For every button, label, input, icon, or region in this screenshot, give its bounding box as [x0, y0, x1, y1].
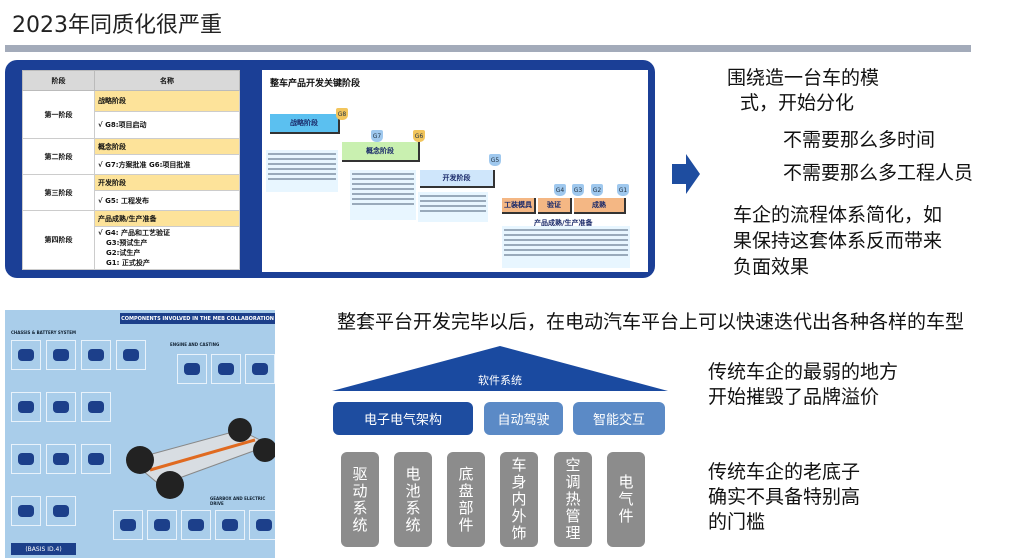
gate-line: √ G4: 产品和工艺验证 — [98, 229, 170, 237]
note-block — [418, 192, 488, 222]
conclusion-line: 果保持这套体系反而带来 — [733, 230, 943, 252]
layer-autonomous-driving: 自动驾驶 — [484, 402, 563, 435]
pillar-battery-system: 电池系统 — [394, 452, 432, 547]
insight-line: 围绕造一台车的模 — [727, 67, 880, 89]
stage-cell: 第一阶段 — [22, 90, 95, 139]
software-roof — [332, 346, 668, 391]
phase-cell: 战略阶段 — [94, 89, 240, 113]
basis-badge: (BASIS ID.4) — [11, 543, 76, 555]
point-time: 不需要那么多时间 — [783, 129, 936, 151]
stage-cell: 第二阶段 — [22, 138, 95, 175]
gate-g2: G2 — [591, 184, 603, 196]
gate-g4: G4 — [554, 184, 566, 196]
phase-cell: 产品成熟/生产准备 — [94, 210, 240, 227]
gate-cell: √ G8:项目启动 — [94, 111, 240, 139]
section-label: CHASSIS & BATTERY SYSTEM — [11, 330, 76, 335]
note-block — [502, 226, 630, 268]
insight-text: 围绕造一台车的模 式，开始分化 — [727, 66, 879, 116]
gate-g1: G1 — [617, 184, 629, 196]
pillar-electrical: 电气件 — [607, 452, 645, 547]
foundation-line: 确实不具备特别高 — [708, 486, 861, 508]
gate-cell: √ G4: 产品和工艺验证 G3:预试生产 G2:试生产 G1: 正式投产 — [94, 226, 240, 270]
slide-title: 2023年同质化很严重 — [12, 13, 222, 38]
pillar-chassis: 底盘部件 — [447, 452, 485, 547]
header-stage: 阶段 — [22, 70, 95, 91]
note-block — [266, 150, 338, 192]
foundation-line: 的门槛 — [708, 511, 766, 533]
pillar-body-trim: 车身内外饰 — [500, 452, 538, 547]
gate-line: G3:预试生产 — [106, 239, 148, 247]
insight-line: 式，开始分化 — [740, 92, 855, 114]
stage-table: 阶段名称 第一阶段战略阶段 √ G8:项目启动 第二阶段概念阶段 √ G7:方案… — [22, 70, 240, 270]
foundation-text: 传统车企的老底子 确实不具备特别高 的门槛 — [708, 460, 860, 535]
phase-diagram: 整车产品开发关键阶段 战略阶段 概念阶段 开发阶段 工装模具 验证 成熟 G8 … — [262, 70, 648, 272]
phase-development: 开发阶段 — [420, 170, 495, 188]
pillar-drive-system: 驱动系统 — [341, 452, 379, 547]
stage-cell: 第四阶段 — [22, 210, 95, 270]
foundation-line: 传统车企的老底子 — [708, 461, 861, 483]
platform-statement: 整套平台开发完毕以后，在电动汽车平台上可以快速迭代出各种各样的车型 — [337, 311, 965, 333]
conclusion-line: 车企的流程体系简化，如 — [733, 204, 943, 226]
layer-ee-architecture: 电子电气架构 — [333, 402, 473, 435]
gate-g7: G7 — [371, 130, 383, 142]
final-phase-label: 产品成熟/生产准备 — [534, 219, 593, 227]
stage-cell: 第三阶段 — [22, 174, 95, 211]
right-arrow-icon — [672, 154, 700, 194]
weakness-line: 开始摧毁了品牌溢价 — [708, 386, 880, 408]
gate-cell: √ G7:方案批准 G6:项目批准 — [94, 154, 240, 175]
gate-g8: G8 — [336, 108, 348, 120]
point-staff: 不需要那么多工程人员 — [783, 162, 974, 184]
layer-smart-interaction: 智能交互 — [573, 402, 665, 435]
header-name: 名称 — [94, 70, 240, 91]
gate-g5: G5 — [489, 154, 501, 166]
phase-maturity: 成熟 — [574, 198, 626, 214]
pillar-thermal: 空调热管理 — [554, 452, 592, 547]
phase-tooling: 工装模具 — [502, 198, 536, 214]
conclusion-line: 负面效果 — [733, 256, 810, 278]
diagram-title: 整车产品开发关键阶段 — [270, 79, 361, 89]
title-divider — [5, 45, 971, 52]
section-label: ENGINE AND CASTING — [170, 342, 220, 347]
note-block — [350, 170, 416, 220]
image-title: COMPONENTS INVOLVED IN THE MEB COLLABORA… — [120, 313, 275, 324]
gate-line: G2:试生产 — [106, 249, 141, 257]
phase-validation: 验证 — [538, 198, 572, 214]
phase-strategy: 战略阶段 — [270, 114, 340, 134]
section-label: GEARBOX AND ELECTRIC DRIVE — [210, 496, 266, 506]
gate-cell: √ G5: 工程发布 — [94, 190, 240, 211]
ev-chassis-illustration — [126, 418, 275, 499]
conclusion-text: 车企的流程体系简化，如 果保持这套体系反而带来 负面效果 — [733, 202, 942, 280]
phase-cell: 概念阶段 — [94, 138, 240, 155]
phase-concept: 概念阶段 — [342, 142, 420, 162]
software-system-label: 软件系统 — [478, 374, 522, 387]
meb-components-image: COMPONENTS INVOLVED IN THE MEB COLLABORA… — [5, 310, 275, 558]
gate-line: G1: 正式投产 — [106, 259, 150, 267]
gate-g6: G6 — [413, 130, 425, 142]
phase-cell: 开发阶段 — [94, 174, 240, 191]
weakness-text: 传统车企的最弱的地方 开始摧毁了品牌溢价 — [708, 360, 898, 410]
gate-g3: G3 — [572, 184, 584, 196]
weakness-line: 传统车企的最弱的地方 — [708, 361, 899, 383]
